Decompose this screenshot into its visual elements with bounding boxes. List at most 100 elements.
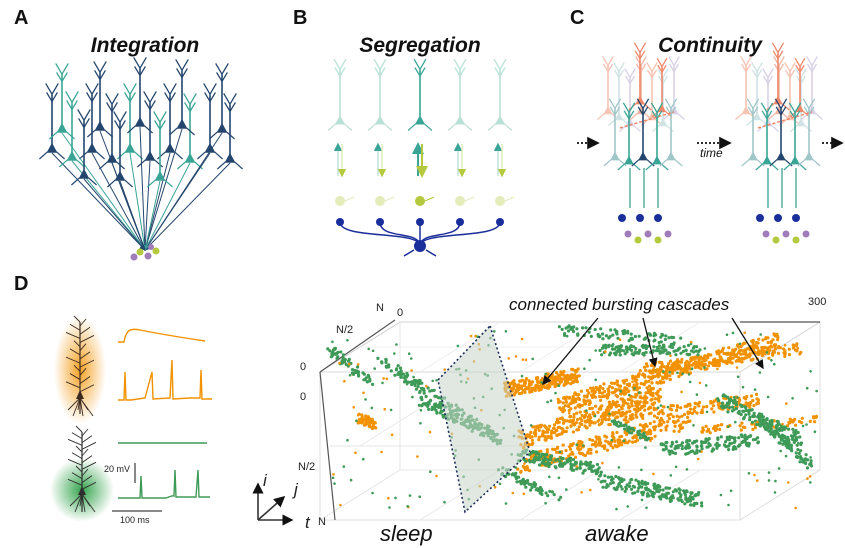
spike-point xyxy=(546,427,551,432)
spike-point xyxy=(527,453,532,457)
spike-point xyxy=(382,377,385,380)
spike-point xyxy=(589,448,593,452)
spike-point xyxy=(588,399,592,403)
spike-point xyxy=(393,373,397,377)
spike-point xyxy=(717,349,721,353)
spike-point xyxy=(388,506,391,509)
green-spike-trace xyxy=(118,469,210,499)
spike-point xyxy=(596,388,600,392)
spike-point xyxy=(597,478,600,481)
spike-point xyxy=(722,351,726,356)
spike-point xyxy=(734,447,738,451)
spike-point xyxy=(604,346,608,350)
spike-point xyxy=(767,356,771,360)
spike-point xyxy=(546,385,550,389)
spike-point xyxy=(589,334,593,338)
spike-point xyxy=(575,465,579,468)
integration-projection xyxy=(139,126,148,251)
spike-point xyxy=(770,418,774,423)
time-label: time xyxy=(700,146,723,160)
tick-top-0b: 0 xyxy=(300,361,306,373)
spike-point xyxy=(724,405,729,409)
spike-point xyxy=(380,450,383,454)
spike-point xyxy=(622,329,627,333)
spike-point xyxy=(582,416,586,420)
spike-point xyxy=(529,382,533,386)
spike-point xyxy=(597,418,601,422)
spike-point xyxy=(615,445,619,449)
spike-point xyxy=(595,471,599,475)
spike-point xyxy=(525,465,529,469)
spike-point xyxy=(682,489,686,493)
spike-point xyxy=(579,460,583,464)
integration-neuron xyxy=(177,93,203,170)
spike-point xyxy=(701,364,705,368)
spike-point xyxy=(412,378,417,383)
spike-point xyxy=(640,485,644,489)
spike-point xyxy=(530,451,534,455)
spike-point xyxy=(693,365,697,369)
spike-point xyxy=(631,416,635,420)
spike-point xyxy=(688,439,692,443)
dendrite-branch xyxy=(67,438,97,450)
spike-point xyxy=(644,362,649,366)
spike-point xyxy=(628,345,632,349)
spike-point xyxy=(711,404,716,408)
continuity-cortical-neuron xyxy=(741,98,765,167)
spike-point xyxy=(682,412,687,417)
spike-point xyxy=(657,399,661,403)
spike-point xyxy=(607,417,611,421)
spike-point xyxy=(734,403,739,407)
spike-point xyxy=(599,327,603,331)
spike-point xyxy=(557,374,561,378)
spike-point xyxy=(655,345,659,350)
spike-point xyxy=(574,455,578,459)
spike-point xyxy=(326,347,330,351)
spike-point xyxy=(580,403,584,408)
spike-point xyxy=(419,422,422,425)
spike-point xyxy=(609,443,613,448)
green-neuron-illustration xyxy=(50,425,114,522)
spike-point xyxy=(549,434,553,438)
spike-point xyxy=(638,395,642,399)
spike-point xyxy=(767,479,771,482)
spike-point xyxy=(661,448,665,452)
spike-point xyxy=(600,353,604,357)
sleep-label: sleep xyxy=(380,521,433,546)
spike-point xyxy=(418,389,422,393)
spike-point xyxy=(798,460,802,464)
spike-point xyxy=(779,438,784,442)
spike-point xyxy=(563,333,567,337)
spike-point xyxy=(557,498,561,502)
spike-point xyxy=(610,478,614,482)
spike-point xyxy=(671,415,675,419)
spike-point xyxy=(570,367,574,371)
spike-point xyxy=(618,353,622,357)
spike-point xyxy=(591,469,595,473)
spike-point xyxy=(552,426,556,430)
spike-point xyxy=(727,346,731,350)
spike-point xyxy=(701,426,705,430)
integration-projection xyxy=(144,162,191,251)
spike-point xyxy=(668,345,671,348)
spike-point xyxy=(744,437,748,441)
spike-point xyxy=(616,383,620,387)
continuity-thalamic-cell xyxy=(802,230,810,238)
spike-point xyxy=(669,404,673,408)
continuity-background-neuron xyxy=(652,68,674,132)
spike-point xyxy=(618,435,622,439)
spike-point xyxy=(659,428,663,432)
spike-point xyxy=(341,353,345,357)
spike-point xyxy=(647,384,652,388)
spike-point xyxy=(592,391,597,395)
spike-point xyxy=(667,417,672,421)
spike-point xyxy=(764,346,768,350)
spike-point xyxy=(328,349,332,353)
spike-point xyxy=(711,360,715,364)
spike-point xyxy=(578,416,583,421)
continuity-cortical-neuron xyxy=(769,98,793,167)
spike-point xyxy=(594,349,597,352)
spike-point xyxy=(642,426,646,430)
spike-point xyxy=(719,435,723,439)
spike-point xyxy=(591,464,595,468)
